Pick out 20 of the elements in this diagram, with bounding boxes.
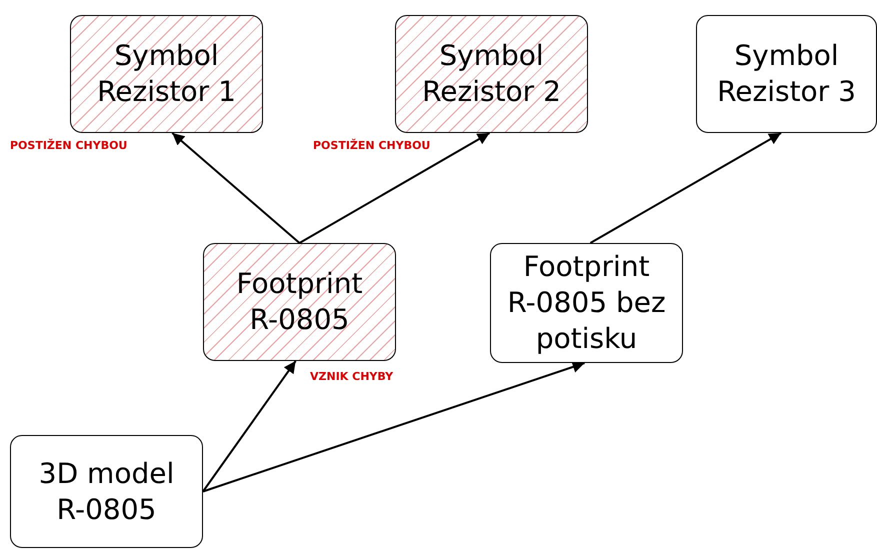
- arrow: [299, 132, 490, 244]
- arrow: [172, 132, 300, 244]
- node-label: Symbol Rezistor 3: [716, 38, 857, 110]
- component-box: [696, 15, 877, 133]
- error-note: POSTIŽEN CHYBOU: [313, 139, 430, 152]
- error-note: VZNIK CHYBY: [310, 370, 394, 383]
- node-label: Symbol Rezistor 1: [96, 38, 237, 110]
- arrow: [202, 360, 296, 492]
- node-label: Footprint R-0805 bez potisku: [506, 249, 667, 357]
- error-note: POSTIŽEN CHYBOU: [10, 139, 128, 152]
- arrow: [202, 361, 585, 492]
- arrow: [590, 132, 782, 244]
- component-box: [10, 435, 203, 548]
- node-label: Footprint R-0805: [235, 266, 364, 338]
- hatched-box: [70, 15, 263, 133]
- component-box: [490, 243, 683, 363]
- hatched-box: [203, 243, 396, 361]
- node-label: 3D model R-0805: [38, 456, 176, 528]
- hatched-box: [395, 15, 588, 133]
- node-label: Symbol Rezistor 2: [421, 38, 562, 110]
